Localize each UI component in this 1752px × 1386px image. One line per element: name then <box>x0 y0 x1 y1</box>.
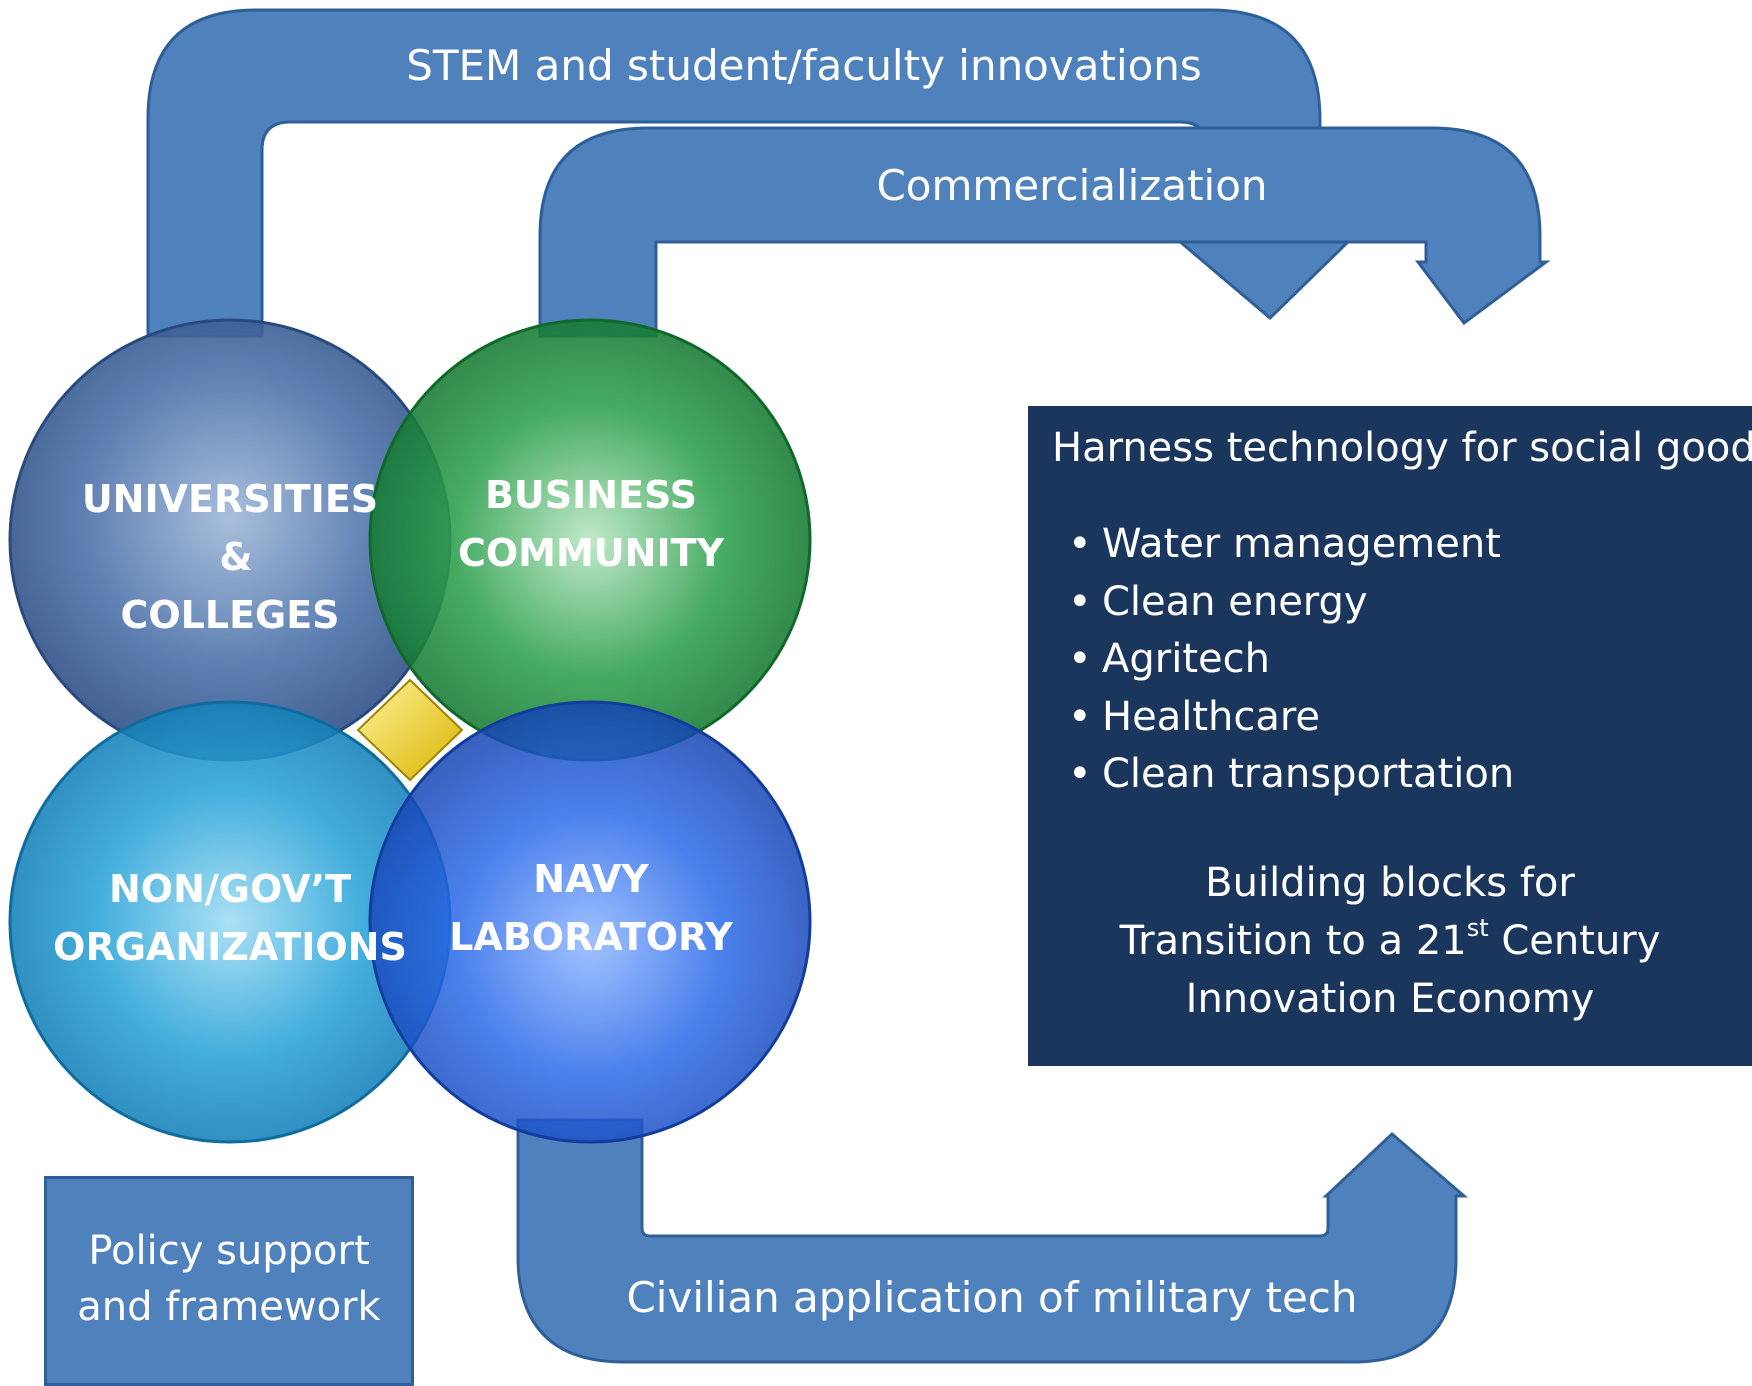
list-item-label: Water management <box>1102 521 1501 567</box>
application-list: •Water management •Clean energy •Agritec… <box>1052 516 1752 804</box>
business-label-line1: BUSINESS <box>485 473 697 517</box>
universities-label-line3: COLLEGES <box>120 593 339 637</box>
navy-label-line1: NAVY <box>533 857 649 901</box>
universities-label-line1: UNIVERSITIES <box>82 477 378 521</box>
business-label-line2: COMMUNITY <box>458 531 725 575</box>
venn-circles <box>8 318 812 1144</box>
list-item-label: Agritech <box>1102 636 1270 682</box>
panel-footer: Building blocks for Transition to a 21st… <box>1028 854 1752 1028</box>
civilian-arrow <box>516 1118 1469 1364</box>
footer-line3: Innovation Economy <box>1185 975 1595 1022</box>
list-item: •Healthcare <box>1068 689 1752 747</box>
stem-arrow-label: STEM and student/faculty innovations <box>406 41 1202 90</box>
navy-circle <box>368 700 812 1144</box>
commercialization-arrow <box>538 126 1551 338</box>
nongov-label-line1: NON/GOV’T <box>109 867 351 911</box>
commercialization-arrow-label: Commercialization <box>876 161 1267 210</box>
footer-line1: Building blocks for <box>1205 859 1575 906</box>
list-item-label: Clean energy <box>1102 578 1368 625</box>
list-item: •Clean transportation <box>1068 746 1752 804</box>
bullet-icon: • <box>1068 693 1092 740</box>
list-item: •Agritech <box>1068 631 1752 689</box>
list-item: •Clean energy <box>1068 574 1752 632</box>
bullet-icon: • <box>1068 521 1092 567</box>
center-diamond <box>356 678 464 782</box>
list-item: •Water management <box>1068 516 1752 574</box>
policy-line1: Policy support <box>88 1228 370 1274</box>
bullet-icon: • <box>1068 751 1092 797</box>
universities-label-line2: & <box>219 535 252 579</box>
bullet-icon: • <box>1068 636 1092 682</box>
panel-heading: Harness technology for social good <box>1052 425 1752 471</box>
footer-line2: Transition to a 21st Century <box>1028 912 1752 970</box>
footer-line2-suffix: Century <box>1488 917 1661 964</box>
navy-label-line2: LABORATORY <box>449 915 733 959</box>
list-item-label: Healthcare <box>1102 693 1321 740</box>
social-good-panel: Harness technology for social good •Wate… <box>1028 406 1752 1066</box>
policy-support-box: Policy support and framework <box>44 1176 414 1386</box>
footer-line2-sup: st <box>1466 913 1489 942</box>
policy-line2: and framework <box>77 1284 381 1330</box>
footer-line2-prefix: Transition to a 21 <box>1119 917 1467 964</box>
civilian-arrow-label: Civilian application of military tech <box>626 1273 1357 1322</box>
bullet-icon: • <box>1068 578 1092 625</box>
stem-arrow <box>146 8 1354 338</box>
nongov-label-line2: ORGANIZATIONS <box>53 925 407 969</box>
list-item-label: Clean transportation <box>1102 751 1515 797</box>
